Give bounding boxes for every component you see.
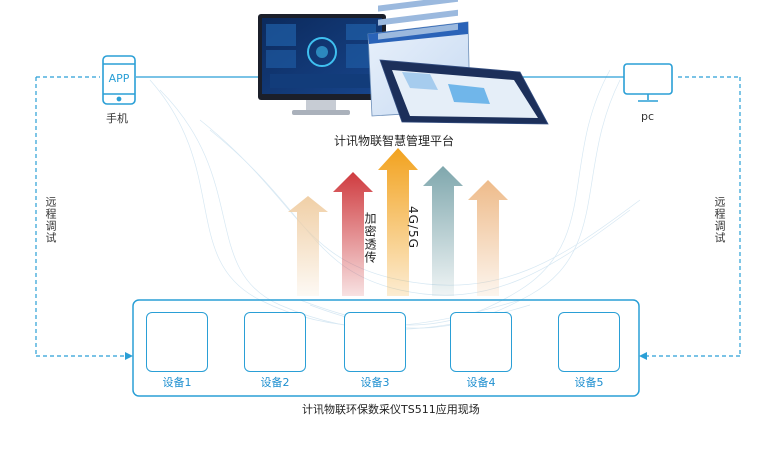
right-remote-debug-label: 远程调试 (713, 196, 726, 244)
arrow-teal (423, 166, 463, 296)
right-remote-link (639, 76, 741, 360)
arrow-orange-network (378, 148, 418, 296)
field-box (132, 299, 640, 397)
phone-icon (102, 55, 136, 105)
device-label-1: 设备1 (162, 376, 192, 389)
left-remote-link (35, 76, 133, 360)
device-label-2: 设备2 (260, 376, 290, 389)
arrow-red-encrypt (333, 172, 373, 296)
device-label-5: 设备5 (574, 376, 604, 389)
device-card-2 (244, 312, 306, 372)
arrow-peach-left (288, 196, 328, 296)
arrow-peach-right (468, 180, 508, 296)
device-card-4 (450, 312, 512, 372)
phone-app-text: APP (108, 72, 130, 85)
network-label: 4G/5G (406, 206, 420, 249)
left-remote-debug-label: 远程调试 (44, 196, 57, 244)
pc-label: pc (641, 110, 655, 123)
device-card-5 (558, 312, 620, 372)
platform-label: 计讯物联智慧管理平台 (334, 134, 455, 148)
upload-arrows (288, 148, 508, 296)
device-label-3: 设备3 (360, 376, 390, 389)
device-label-4: 设备4 (466, 376, 496, 389)
device-card-1 (146, 312, 208, 372)
pc-monitor-icon (623, 63, 673, 102)
field-label: 计讯物联环保数采仪TS511应用现场 (302, 403, 480, 416)
encrypt-label: 加密透传 (363, 212, 377, 264)
device-card-3 (344, 312, 406, 372)
platform-screens-illustration (258, 0, 549, 125)
phone-label: 手机 (106, 112, 128, 125)
